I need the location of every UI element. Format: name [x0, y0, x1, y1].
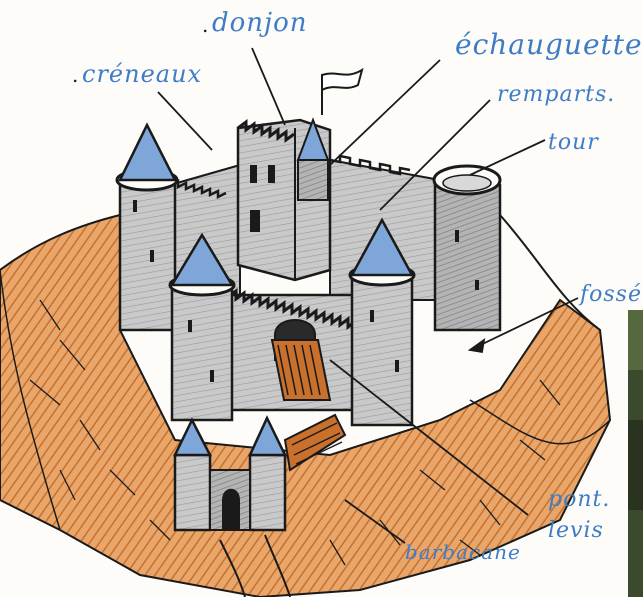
right-round-tower	[434, 166, 500, 330]
label-pont-levis-line2: levis	[548, 518, 604, 543]
label-dot: .	[72, 70, 78, 80]
left-round-tower	[117, 125, 177, 330]
label-remparts: remparts.	[497, 82, 615, 107]
label-barbacane: barbacane	[405, 540, 521, 564]
label-donjon: donjon	[212, 8, 308, 38]
label-dot: .	[202, 20, 208, 30]
photo-fragment	[628, 310, 643, 597]
label-echauguette: échauguette	[455, 28, 643, 61]
front-wall	[220, 289, 360, 410]
label-pont-levis-line1: pont.	[548, 487, 610, 512]
label-fosse: fossé	[580, 282, 642, 307]
label-creneaux: créneaux	[82, 60, 202, 88]
label-tour: tour	[548, 130, 599, 155]
